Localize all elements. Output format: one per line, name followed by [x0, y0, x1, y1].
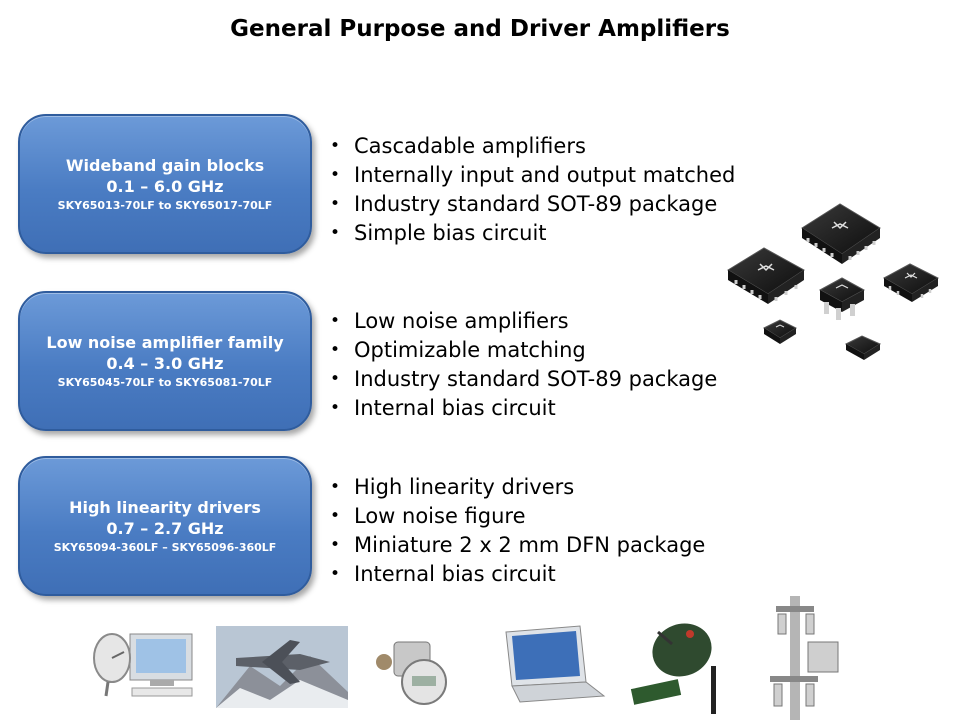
bullet-item: Internally input and output matched: [330, 161, 735, 190]
slide-title: General Purpose and Driver Amplifiers: [230, 16, 730, 42]
laptop-image: [505, 625, 606, 703]
dish-antenna-image: [630, 623, 716, 714]
chip-right: [882, 263, 940, 302]
block-part-numbers: SKY65094-360LF – SKY65096-360LF: [53, 540, 277, 554]
fighter-jet-image: [216, 626, 348, 708]
bullet-item: Industry standard SOT-89 package: [330, 190, 735, 219]
bullet-item: Miniature 2 x 2 mm DFN package: [330, 531, 705, 560]
utility-meter-image: [376, 641, 447, 705]
chip-sot89: [818, 277, 866, 320]
high-linearity-bullets: High linearity drivers Low noise figure …: [330, 473, 705, 589]
high-linearity-drivers-box: High linearity drivers 0.7 – 2.7 GHz SKY…: [18, 456, 312, 596]
block-heading: High linearity drivers: [69, 497, 261, 517]
cell-tower-image: [770, 596, 839, 720]
bullet-item: Industry standard SOT-89 package: [330, 365, 717, 394]
application-images-row: [93, 596, 839, 720]
block-frequency: 0.4 – 3.0 GHz: [106, 353, 224, 373]
amplifier-chips-image: [727, 203, 940, 360]
block-part-numbers: SKY65013-70LF to SKY65017-70LF: [57, 198, 273, 212]
bullet-item: High linearity drivers: [330, 473, 705, 502]
bullet-item: Low noise amplifiers: [330, 307, 717, 336]
wideband-bullets: Cascadable amplifiers Internally input a…: [330, 132, 735, 248]
block-frequency: 0.1 – 6.0 GHz: [106, 176, 224, 196]
bullet-item: Internal bias circuit: [330, 394, 717, 423]
bullet-item: Cascadable amplifiers: [330, 132, 735, 161]
block-heading: Low noise amplifier family: [46, 332, 284, 352]
chip-left: [727, 247, 805, 304]
block-frequency: 0.7 – 2.7 GHz: [106, 518, 224, 538]
chip-large: [801, 203, 881, 264]
low-noise-bullets: Low noise amplifiers Optimizable matchin…: [330, 307, 717, 423]
chip-small-left: [762, 319, 798, 344]
bullet-item: Internal bias circuit: [330, 560, 705, 589]
bullet-item: Optimizable matching: [330, 336, 717, 365]
wideband-gain-blocks-box: Wideband gain blocks 0.1 – 6.0 GHz SKY65…: [18, 114, 312, 254]
chip-small-right: [844, 335, 882, 360]
bullet-item: Low noise figure: [330, 502, 705, 531]
block-part-numbers: SKY65045-70LF to SKY65081-70LF: [57, 375, 273, 389]
block-heading: Wideband gain blocks: [65, 155, 265, 175]
bullet-item: Simple bias circuit: [330, 219, 735, 248]
satellite-tv-image: [93, 633, 193, 697]
low-noise-amplifier-box: Low noise amplifier family 0.4 – 3.0 GHz…: [18, 291, 312, 431]
